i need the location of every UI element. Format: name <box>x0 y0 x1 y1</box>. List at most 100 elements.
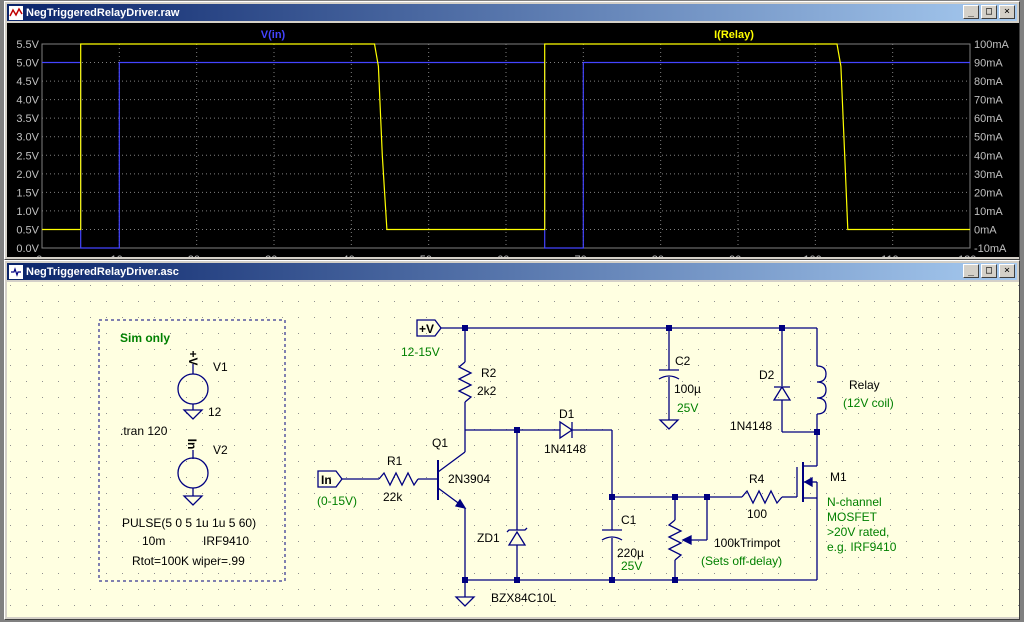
sim-only-box[interactable] <box>98 319 286 582</box>
schematic-icon <box>9 264 23 279</box>
trace-label-vin[interactable]: V(in) <box>261 29 286 41</box>
y-right-tick-label: 60mA <box>974 113 1003 125</box>
y-left-tick-label: 4.5V <box>16 76 39 88</box>
relay-coil-note[interactable]: (12V coil) <box>843 396 894 410</box>
q1-value[interactable]: 2N3904 <box>448 472 490 486</box>
y-left-tick-label: 3.0V <box>16 132 39 144</box>
resistor-r4[interactable] <box>741 489 783 505</box>
c2-voltage[interactable]: 25V <box>677 401 698 415</box>
trace-label-irelay[interactable]: I(Relay) <box>714 29 754 41</box>
resistor-r2[interactable] <box>457 361 473 403</box>
comment-labels: 12-15V (0-15V) 25V 25V (12V coil) (Sets … <box>317 345 897 573</box>
y-left-tick-label: 2.5V <box>16 150 39 162</box>
maximize-button[interactable]: □ <box>981 5 997 19</box>
x-tick-label: 50s <box>420 254 438 257</box>
d2-value[interactable]: 1N4148 <box>730 419 772 433</box>
maximize-button[interactable]: □ <box>981 264 997 278</box>
wires <box>177 319 827 607</box>
trimpot-value[interactable]: 100kTrimpot <box>714 536 781 550</box>
v1-plus-label[interactable]: +V <box>186 350 200 365</box>
x-tick-label: 60s <box>497 254 515 257</box>
c1-name[interactable]: C1 <box>621 513 637 527</box>
y-right-tick-label: 0mA <box>974 224 997 236</box>
minimize-button[interactable]: _ <box>963 264 979 278</box>
y-right-tick-label: 40mA <box>974 150 1003 162</box>
c2-name[interactable]: C2 <box>675 354 691 368</box>
d1-name[interactable]: D1 <box>559 407 575 421</box>
c1-voltage[interactable]: 25V <box>621 559 642 573</box>
input-range-note[interactable]: (0-15V) <box>317 494 357 508</box>
y-right-tick-label: 10mA <box>974 206 1003 218</box>
plot-window: NegTriggeredRelayDriver.raw _ □ × 0s10s2… <box>4 1 1020 260</box>
rtot-label[interactable]: Rtot=100K wiper=.99 <box>132 554 245 568</box>
trace-irelay[interactable] <box>42 43 970 231</box>
in-flag-label[interactable]: In <box>321 473 332 487</box>
schematic-window-title: NegTriggeredRelayDriver.asc <box>26 265 179 278</box>
x-tick-label: 30s <box>265 254 283 257</box>
y-left-tick-label: 2.0V <box>16 169 39 181</box>
close-button[interactable]: × <box>999 264 1015 278</box>
waveform-plot[interactable]: 0s10s20s30s40s50s60s70s80s90s100s110s120… <box>7 23 1019 257</box>
y-right-tick-label: -10mA <box>974 243 1007 255</box>
tran-directive[interactable]: .tran 120 <box>120 424 168 438</box>
vplus-flag[interactable] <box>416 319 442 337</box>
m1-note-2[interactable]: MOSFET <box>827 510 878 524</box>
relay-name[interactable]: Relay <box>849 378 880 392</box>
d2-name[interactable]: D2 <box>759 368 775 382</box>
y-right-tick-label: 30mA <box>974 169 1003 181</box>
m1-note-4[interactable]: e.g. IRF9410 <box>827 540 897 554</box>
close-button[interactable]: × <box>999 5 1015 19</box>
y-left-tick-label: 1.5V <box>16 187 39 199</box>
plot-area[interactable] <box>41 43 971 249</box>
r2-value[interactable]: 2k2 <box>477 384 497 398</box>
v2-in-label[interactable]: In <box>185 439 199 450</box>
x-tick-label: 120s <box>958 254 982 257</box>
q1-name[interactable]: Q1 <box>432 436 448 450</box>
v2-name[interactable]: V2 <box>213 443 228 457</box>
r2-name[interactable]: R2 <box>481 366 497 380</box>
vplus-flag-label[interactable]: +V <box>419 322 434 336</box>
resistor-r1[interactable] <box>378 471 419 487</box>
trimpot[interactable] <box>667 519 683 561</box>
y-left-tick-label: 5.0V <box>16 58 39 70</box>
sim-only-label[interactable]: Sim only <box>120 331 170 345</box>
x-tick-label: 0s <box>36 254 48 257</box>
v1-value[interactable]: 12 <box>208 405 222 419</box>
y-right-tick-label: 80mA <box>974 76 1003 88</box>
component-labels: +V V1 12 .tran 120 In V2 PULSE(5 0 5 1u … <box>120 322 880 605</box>
schematic-canvas[interactable]: Sim only <box>7 282 1019 617</box>
minimize-button[interactable]: _ <box>963 5 979 19</box>
supply-note[interactable]: 12-15V <box>401 345 440 359</box>
m1-name[interactable]: M1 <box>830 470 847 484</box>
in-flag[interactable] <box>317 470 343 488</box>
tenm-label[interactable]: 10m <box>142 534 165 548</box>
y-right-tick-label: 50mA <box>974 132 1003 144</box>
y-right-tick-label: 100mA <box>974 39 1010 51</box>
x-tick-label: 20s <box>188 254 206 257</box>
v1-name[interactable]: V1 <box>213 360 228 374</box>
r1-name[interactable]: R1 <box>387 454 403 468</box>
d1-value[interactable]: 1N4148 <box>544 442 586 456</box>
y-right-tick-label: 90mA <box>974 58 1003 70</box>
junction-dots <box>462 325 820 583</box>
waveform-icon <box>9 5 23 20</box>
x-tick-label: 40s <box>342 254 360 257</box>
r4-value[interactable]: 100 <box>747 507 767 521</box>
irf-label[interactable]: IRF9410 <box>203 534 249 548</box>
x-tick-label: 90s <box>729 254 747 257</box>
c2-value[interactable]: 100µ <box>674 382 701 396</box>
relay-coil[interactable] <box>816 365 827 415</box>
trimpot-note[interactable]: (Sets off-delay) <box>701 554 782 568</box>
r1-value[interactable]: 22k <box>383 490 403 504</box>
zd1-value[interactable]: BZX84C10L <box>491 591 557 605</box>
c1-value[interactable]: 220µ <box>617 546 644 560</box>
y-right-tick-label: 70mA <box>974 95 1003 107</box>
zd1-name[interactable]: ZD1 <box>477 531 500 545</box>
plot-window-titlebar[interactable]: NegTriggeredRelayDriver.raw _ □ × <box>7 4 1017 21</box>
m1-note-1[interactable]: N-channel <box>827 495 882 509</box>
r4-name[interactable]: R4 <box>749 472 765 486</box>
m1-note-3[interactable]: >20V rated, <box>827 525 889 539</box>
plot-window-title: NegTriggeredRelayDriver.raw <box>26 6 180 19</box>
v2-pulse[interactable]: PULSE(5 0 5 1u 1u 5 60) <box>122 516 256 530</box>
schematic-window-titlebar[interactable]: NegTriggeredRelayDriver.asc _ □ × <box>7 263 1017 280</box>
